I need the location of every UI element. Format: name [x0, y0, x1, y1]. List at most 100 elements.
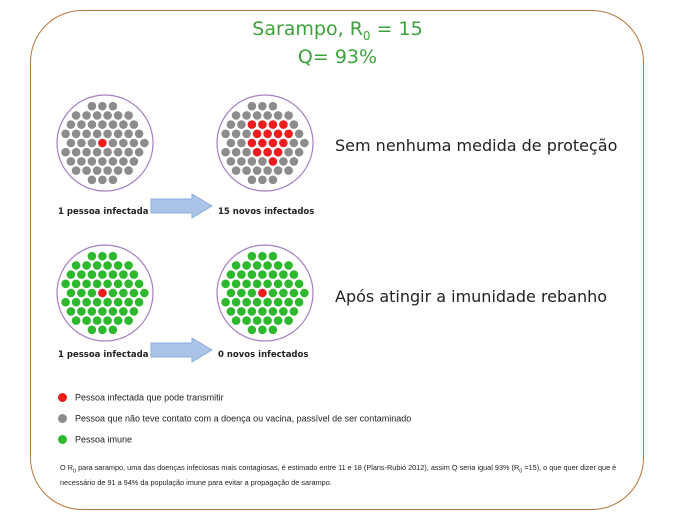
susceptible-person-dot: [71, 166, 81, 175]
immune-person-dot: [124, 279, 133, 289]
immune-person-dot: [77, 307, 86, 316]
susceptible-person-dot: [98, 101, 107, 111]
infected-dot-icon: [58, 393, 67, 403]
immune-person-dot: [247, 288, 257, 298]
immune-person-dot: [273, 297, 283, 307]
immune-person-dot: [231, 297, 241, 307]
susceptible-person-dot: [103, 129, 112, 139]
immune-person-dot: [252, 261, 262, 270]
immune-person-dot: [98, 325, 107, 335]
susceptible-person-dot: [129, 138, 139, 148]
scenario2-left-caption: 1 pessoa infectada: [58, 350, 149, 360]
susceptible-person-dot: [242, 147, 251, 157]
infected-person-dot: [268, 138, 278, 148]
susceptible-person-dot: [113, 147, 123, 157]
susceptible-person-dot: [61, 129, 70, 139]
immune-person-dot: [103, 279, 112, 289]
immune-person-dot: [108, 325, 118, 335]
immune-person-dot: [268, 251, 278, 261]
susceptible-person-dot: [82, 111, 91, 120]
immune-person-dot: [119, 307, 128, 316]
susceptible-person-dot: [300, 138, 309, 148]
infected-person-dot: [279, 120, 288, 129]
immune-person-dot: [87, 325, 97, 335]
infected-person-dot: [263, 129, 272, 139]
susceptible-person-dot: [273, 111, 283, 120]
susceptible-person-dot: [87, 157, 97, 166]
susceptible-person-dot: [289, 120, 299, 129]
susceptible-person-dot: [103, 147, 112, 157]
susceptible-person-dot: [231, 166, 241, 175]
immune-person-dot: [258, 307, 267, 316]
immune-person-dot: [61, 279, 70, 289]
susceptible-person-dot: [87, 120, 97, 129]
immune-person-dot: [221, 297, 230, 307]
susceptible-person-dot: [268, 175, 278, 185]
susceptible-person-dot: [77, 157, 86, 166]
immune-person-dot: [87, 251, 97, 261]
susceptible-person-dot: [273, 166, 283, 175]
susceptible-person-dot: [113, 166, 123, 175]
immune-person-dot: [294, 279, 304, 289]
infected-person-dot: [273, 129, 283, 139]
immune-person-dot: [231, 279, 241, 289]
susceptible-person-dot: [226, 120, 236, 129]
susceptible-person-dot: [237, 138, 246, 148]
susceptible-person-dot: [66, 138, 76, 148]
infected-person-dot: [247, 120, 257, 129]
susceptible-person-dot: [124, 147, 133, 157]
susceptible-person-dot: [119, 120, 128, 129]
susceptible-person-dot: [66, 120, 76, 129]
susceptible-person-dot: [134, 147, 144, 157]
population-before-no-protection: [56, 94, 154, 192]
immune-person-dot: [226, 270, 236, 279]
legend-item-immune: Pessoa imune: [58, 434, 132, 445]
immune-person-dot: [247, 325, 257, 335]
immune-person-dot: [98, 270, 107, 279]
susceptible-person-dot: [119, 138, 128, 148]
immune-person-dot: [134, 279, 144, 289]
legend-item-infected: Pessoa infectada que pode transmitir: [58, 392, 224, 403]
susceptible-person-dot: [242, 129, 251, 139]
immune-person-dot: [273, 261, 283, 270]
immune-person-dot: [129, 270, 139, 279]
susceptible-person-dot: [284, 111, 293, 120]
immune-person-dot: [71, 261, 81, 270]
susceptible-person-dot: [242, 111, 251, 120]
susceptible-person-dot: [113, 129, 123, 139]
immune-person-dot: [113, 279, 123, 289]
immune-person-dot: [279, 307, 288, 316]
infected-person-dot: [284, 129, 293, 139]
susceptible-person-dot: [82, 147, 91, 157]
immune-person-dot: [124, 316, 133, 325]
immune-person-dot: [113, 316, 123, 325]
immune-person-dot: [103, 297, 112, 307]
scenario1-left-caption: 1 pessoa infectada: [58, 207, 149, 217]
immune-person-dot: [87, 288, 97, 298]
susceptible-person-dot: [263, 166, 272, 175]
susceptible-person-dot: [66, 157, 76, 166]
susceptible-person-dot: [87, 101, 97, 111]
infected-person-dot: [258, 288, 267, 298]
population-after-no-protection: [216, 94, 314, 192]
susceptible-person-dot: [226, 157, 236, 166]
immune-person-dot: [124, 297, 133, 307]
susceptible-person-dot: [71, 147, 81, 157]
susceptible-person-dot: [289, 138, 299, 148]
susceptible-person-dot: [237, 157, 246, 166]
immune-person-dot: [294, 297, 304, 307]
immune-person-dot: [242, 297, 251, 307]
susceptible-person-dot: [82, 129, 91, 139]
immune-person-dot: [108, 251, 118, 261]
immune-person-dot: [289, 288, 299, 298]
susceptible-person-dot: [231, 129, 241, 139]
immune-person-dot: [108, 270, 118, 279]
immune-person-dot: [226, 307, 236, 316]
susceptible-person-dot: [108, 101, 118, 111]
population-before-herd-immunity: [56, 244, 154, 342]
susceptible-person-dot: [98, 157, 107, 166]
immune-person-dot: [103, 316, 112, 325]
susceptible-person-dot: [71, 129, 81, 139]
herd-immunity-threshold: Q= 93%: [297, 46, 378, 68]
susceptible-person-dot: [71, 111, 81, 120]
